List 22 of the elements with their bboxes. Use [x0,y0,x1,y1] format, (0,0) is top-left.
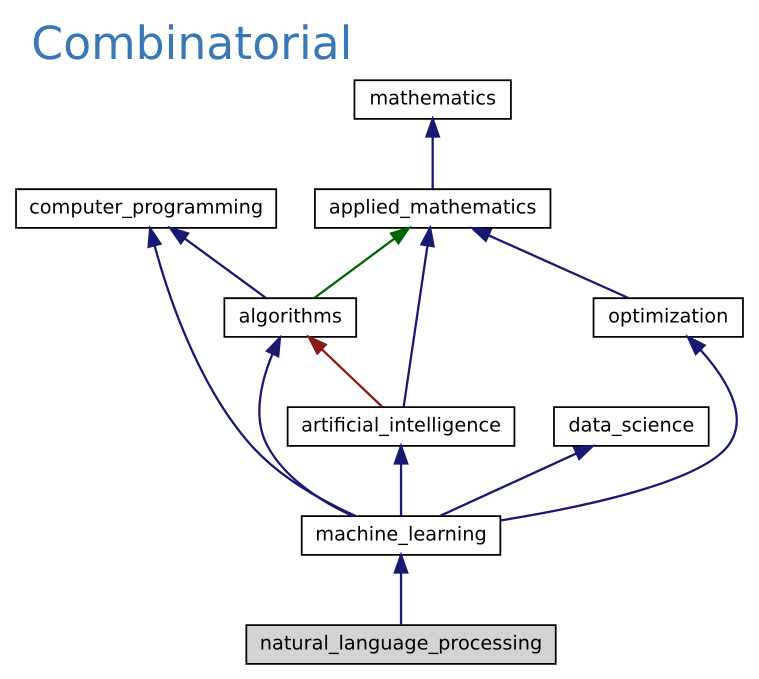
arrow [439,444,596,518]
arrow [314,226,412,299]
arrow [402,224,436,407]
diagram-title: Combinatorial [31,16,352,70]
arrow [424,115,440,189]
arrow [393,551,409,625]
node-box: artificial_intelligence [286,406,516,447]
arrow [147,224,356,517]
node-box: computer_programming [15,188,278,229]
node-box: optimization [592,297,744,338]
arrow [500,334,738,522]
arrow [469,226,630,300]
arrow [167,226,266,299]
node-box: natural_language_processing [245,624,557,665]
node-box: algorithms [223,297,358,338]
arrow [306,334,384,408]
arrow [258,334,354,518]
node-box: mathematics [354,79,512,120]
arrow [393,442,409,516]
node-box: applied_mathematics [314,188,552,229]
node-box: data_science [553,406,710,447]
node-box: machine_learning [300,515,502,556]
